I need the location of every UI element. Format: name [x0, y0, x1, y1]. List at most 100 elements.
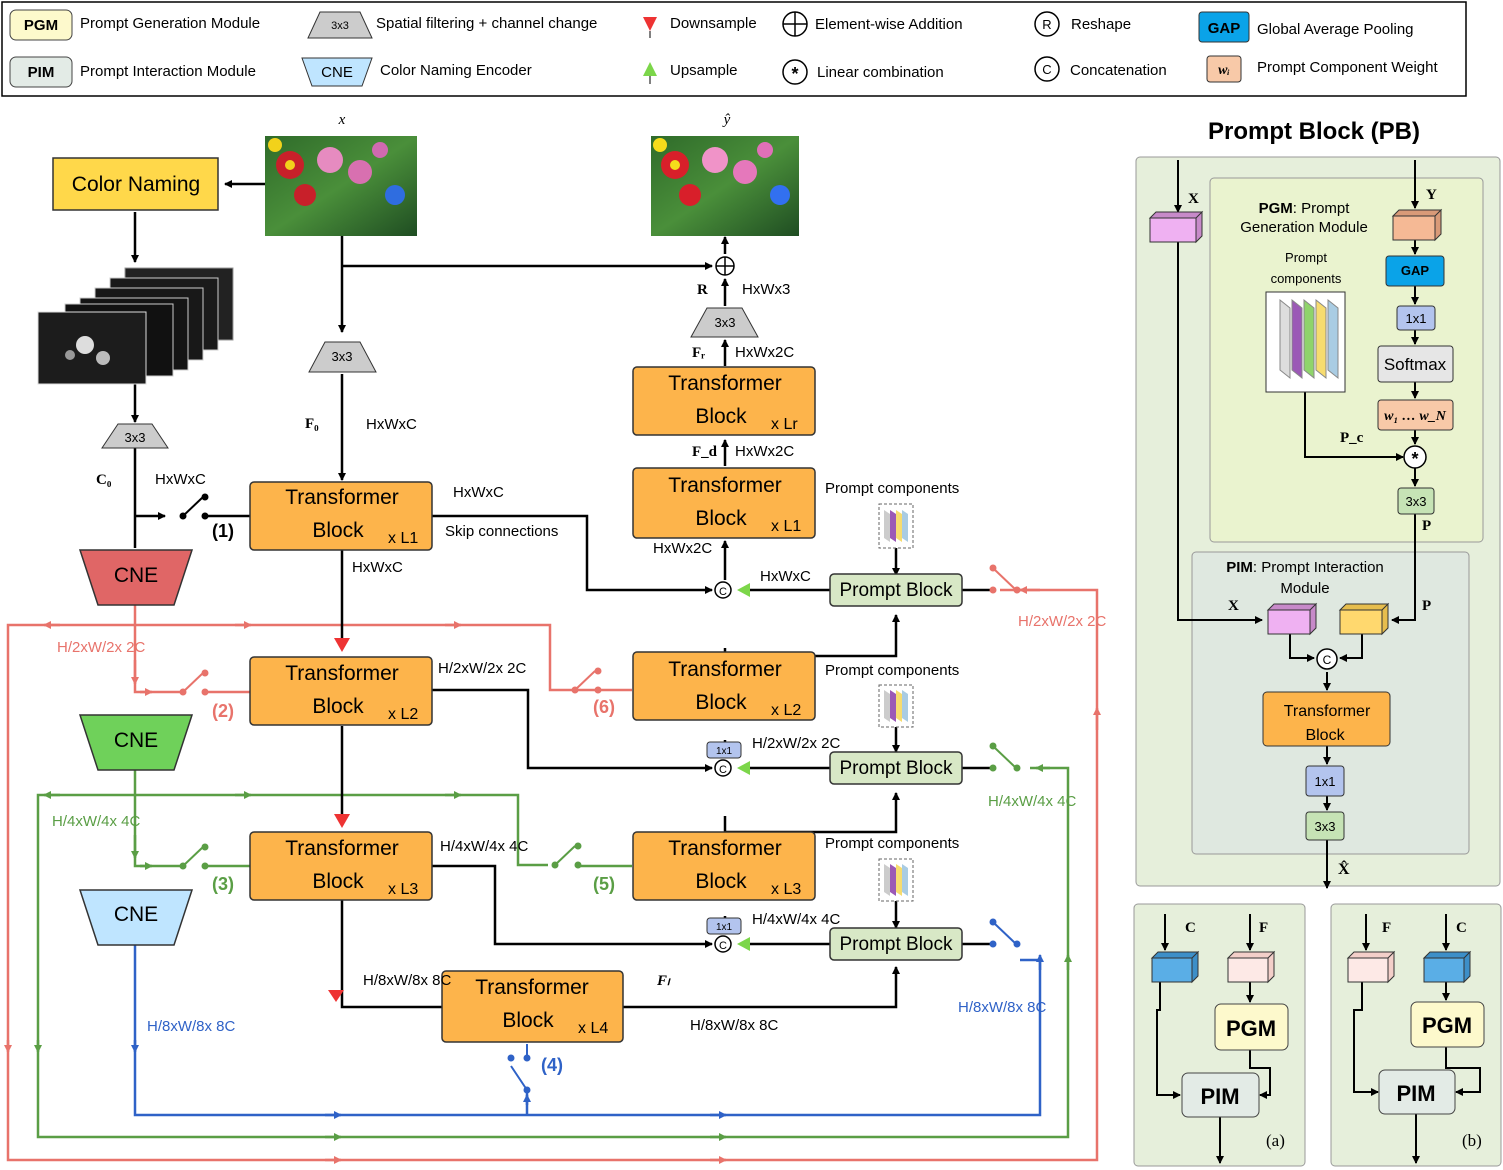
svg-text:1x1: 1x1 [716, 922, 733, 933]
svg-text:Y: Y [1426, 187, 1437, 203]
green-bus [34, 764, 1072, 1141]
svg-text:Transformer: Transformer [668, 474, 782, 497]
switch-6-label: (6) [593, 697, 615, 717]
legend-gap-text: Global Average Pooling [1257, 21, 1414, 38]
svg-text:Generation Module: Generation Module [1240, 219, 1368, 236]
tb-l3: Transformer Block x L3 [249, 831, 433, 901]
legend: PGM Prompt Generation Module PIM Prompt … [1, 1, 1467, 97]
svg-text:PGM: PGM [1226, 1016, 1276, 1041]
tb-l1: Transformer Block x L1 [249, 481, 433, 551]
h4-label-green: H/4xW/4x 4C [52, 813, 141, 830]
switch-1[interactable] [179, 493, 209, 520]
svg-text:F: F [1382, 920, 1391, 936]
svg-text:Block: Block [695, 405, 747, 428]
switch-6[interactable] [571, 667, 602, 694]
cne-2-label: CNE [114, 729, 158, 752]
legend-pim-tag: PIM [28, 64, 55, 81]
legend-cne-text: Color Naming Encoder [380, 62, 532, 79]
pb-softmax [1377, 345, 1454, 383]
legend-conv-tag: 3x3 [331, 20, 349, 32]
color-naming-box [52, 157, 219, 211]
pb-1x1-pim [1305, 765, 1345, 797]
svg-text:X̂: X̂ [1338, 860, 1350, 878]
decoder-conv [690, 307, 759, 338]
switch-5-label: (5) [593, 874, 615, 894]
svg-text:P: P [1422, 518, 1431, 534]
tb-dec-l2: Transformer Block x L2 [632, 651, 816, 721]
skip-label: Skip connections [445, 523, 558, 540]
svg-text:C: C [1042, 62, 1051, 77]
switch-2[interactable] [179, 669, 209, 696]
h8-label-blue-2: H/8xW/8x 8C [958, 999, 1047, 1016]
variant-b: F C PGM PIM (b) [1330, 903, 1502, 1167]
svg-text:(a): (a) [1266, 1131, 1285, 1150]
prompt-block-1: Prompt Block [829, 573, 963, 607]
svg-text:Block: Block [312, 695, 364, 718]
cne-conv [101, 423, 169, 449]
prompt-components-label-1: Prompt components [825, 480, 959, 497]
h2-label-2: H/2xW/2x 2C [752, 735, 841, 752]
legend-cne-tag: CNE [321, 64, 353, 81]
svg-text:Block: Block [502, 1009, 554, 1032]
legend-add-text: Element-wise Addition [815, 16, 963, 33]
switch-pb-3[interactable] [989, 918, 1021, 948]
svg-text:Block: Block [312, 519, 364, 542]
switch-4[interactable] [507, 1044, 531, 1094]
svg-text:(b): (b) [1462, 1131, 1482, 1150]
switch-4-label: (4) [541, 1055, 563, 1075]
svg-text:w₁ … w_N: w₁ … w_N [1384, 409, 1447, 424]
svg-text:x L2: x L2 [388, 706, 418, 723]
color-naming-label: Color Naming [72, 173, 200, 196]
legend-reshape-text: Reshape [1071, 16, 1131, 33]
tb-dec-l1: Transformer Block x L1 [632, 467, 816, 539]
legend-lin-text: Linear combination [817, 64, 944, 81]
fl-label: Fₗ [656, 973, 671, 989]
svg-text:C: C [719, 764, 727, 776]
fr-label: Fᵣ [692, 345, 705, 361]
svg-text:Transformer: Transformer [475, 976, 589, 999]
hw3-label: HxWx3 [742, 281, 790, 298]
cne-1-label: CNE [114, 564, 158, 587]
svg-text:P_c: P_c [1340, 430, 1364, 446]
pb-y-cube [1392, 215, 1436, 241]
svg-text:Transformer: Transformer [285, 486, 399, 509]
legend-pim-swatch [9, 56, 73, 88]
svg-text:PGM: Prompt: PGM: Prompt [1259, 200, 1351, 217]
svg-text:Module: Module [1280, 580, 1329, 597]
pb-transformer-block [1262, 691, 1391, 747]
legend-reshape-icon [1034, 11, 1060, 37]
svg-text:3x3: 3x3 [715, 315, 736, 330]
h2-label-red: H/2xW/2x 2C [57, 639, 146, 656]
input-image [265, 136, 417, 236]
hw2c-label-1: HxWx2C [735, 344, 794, 361]
svg-text:components: components [1271, 271, 1342, 286]
svg-text:x L2: x L2 [771, 702, 801, 719]
pb-conv-pgm [1397, 487, 1435, 515]
legend-linear-icon [782, 59, 808, 85]
switch-pb-1[interactable] [989, 564, 1021, 594]
switch-3[interactable] [179, 843, 209, 870]
svg-text:C: C [719, 586, 727, 598]
dec-1x1-b [706, 917, 742, 935]
h8-label-1: H/8xW/8x 8C [363, 972, 452, 989]
svg-text:Block: Block [1305, 727, 1345, 744]
svg-text:1x1: 1x1 [1315, 774, 1336, 789]
legend-gap-tag: GAP [1208, 20, 1241, 37]
legend-cne-trapezoid [301, 57, 373, 87]
switch-5[interactable] [551, 842, 582, 869]
legend-concat-icon [1034, 56, 1060, 82]
hwc-label-2: HxWxC [155, 471, 206, 488]
switch-pb-2[interactable] [989, 742, 1021, 772]
pb-gap [1385, 255, 1445, 287]
x-label: x [338, 112, 346, 128]
svg-text:Block: Block [695, 870, 747, 893]
svg-text:x L3: x L3 [771, 881, 801, 898]
svg-text:*: * [791, 64, 798, 84]
color-naming-maps [37, 267, 234, 385]
hw2c-label-2: HxWx2C [735, 443, 794, 460]
legend-weight-swatch [1206, 55, 1242, 83]
svg-text:Block: Block [312, 870, 364, 893]
downsample-3 [328, 990, 344, 1002]
hwc-label-5: HxWxC [760, 568, 811, 585]
blue-bus [131, 940, 1044, 1119]
